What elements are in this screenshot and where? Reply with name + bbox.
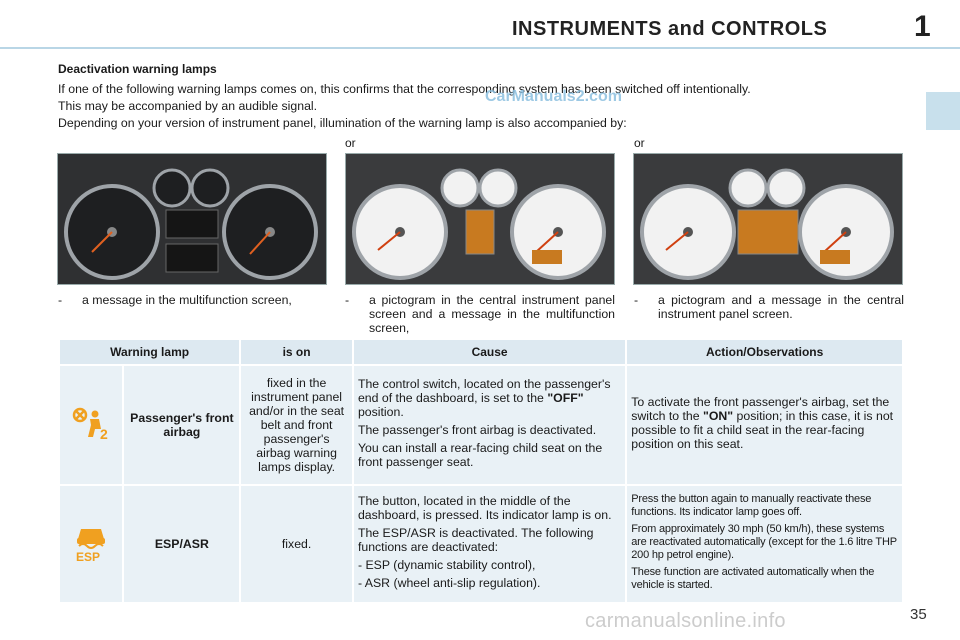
cause-line: The passenger's front airbag is deactiva…	[357, 423, 597, 437]
watermark: CarManuals2.com	[485, 88, 622, 105]
bold-keyword: "ON"	[703, 409, 734, 423]
cause-bullet: - ASR (wheel anti-slip regulation).	[357, 576, 541, 590]
lamp-cause: The control switch, located on the passe…	[353, 366, 626, 484]
lamp-name: ESP/ASR	[124, 486, 240, 602]
header-divider	[0, 47, 960, 49]
table-header-row: Warning lamp is on Cause Action/Observat…	[60, 340, 902, 364]
warning-lamps-table: Warning lamp is on Cause Action/Observat…	[58, 338, 904, 604]
panel-caption-3: -a pictogram and a message in the centra…	[634, 293, 904, 321]
action-line: From approximately 30 mph (50 km/h), the…	[631, 522, 897, 561]
section-heading: Deactivation warning lamps	[58, 62, 217, 76]
intro-text: If one of the following warning lamps co…	[58, 81, 908, 132]
intro-line: Depending on your version of instrument …	[58, 116, 627, 130]
lamp-name: Passenger's front airbag	[124, 366, 240, 484]
footer-watermark: carmanualsonline.info	[585, 610, 786, 632]
header-cause: Cause	[353, 340, 626, 364]
action-line: Press the button again to manually react…	[631, 492, 872, 518]
cause-line: The control switch, located on the passe…	[357, 377, 611, 419]
panel-caption-2: -a pictogram in the central instrument p…	[345, 293, 615, 335]
icon-cell: 2	[60, 366, 123, 484]
header-action: Action/Observations	[627, 340, 902, 364]
icon-cell: ESP	[60, 486, 123, 602]
chapter-title: INSTRUMENTS and CONTROLS	[512, 18, 828, 40]
lamp-action: Press the button again to manually react…	[627, 486, 902, 602]
svg-text:2: 2	[100, 426, 108, 441]
chapter-number: 1	[914, 10, 931, 43]
cause-line: You can install a rear-facing child seat…	[357, 441, 603, 469]
panel-caption-1: -a message in the multifunction screen,	[58, 293, 292, 307]
cause-bullet: - ESP (dynamic stability control),	[357, 558, 536, 572]
lamp-is-on: fixed in the instrument panel and/or in …	[241, 366, 352, 484]
lamp-is-on: fixed.	[241, 486, 352, 602]
or-label: or	[634, 136, 645, 150]
bold-keyword: "OFF"	[547, 391, 584, 405]
instrument-panel-image-1	[57, 153, 327, 285]
instrument-panel-image-3	[633, 153, 903, 285]
cause-line: The button, located in the middle of the…	[357, 494, 612, 522]
lamp-cause: The button, located in the middle of the…	[353, 486, 626, 602]
svg-text:ESP: ESP	[76, 550, 100, 563]
instrument-panel-image-2	[345, 153, 615, 285]
header-is-on: is on	[241, 340, 352, 364]
action-line: These function are activated automatical…	[631, 565, 875, 591]
chapter-side-tab	[926, 92, 960, 130]
action-line: To activate the front passenger's airbag…	[631, 395, 894, 451]
table-row: ESP ESP/ASR fixed. The button, located i…	[60, 486, 902, 602]
esp-off-icon: ESP	[76, 528, 106, 564]
intro-line: If one of the following warning lamps co…	[58, 82, 751, 96]
or-label: or	[345, 136, 356, 150]
cause-line: The ESP/ASR is deactivated. The followin…	[357, 526, 594, 554]
page-number: 35	[910, 606, 927, 623]
intro-line: This may be accompanied by an audible si…	[58, 99, 318, 113]
lamp-action: To activate the front passenger's airbag…	[627, 366, 902, 484]
header-warning-lamp: Warning lamp	[60, 340, 240, 364]
table-row: 2 Passenger's front airbag fixed in the …	[60, 366, 902, 484]
passenger-airbag-off-icon: 2	[72, 407, 108, 442]
